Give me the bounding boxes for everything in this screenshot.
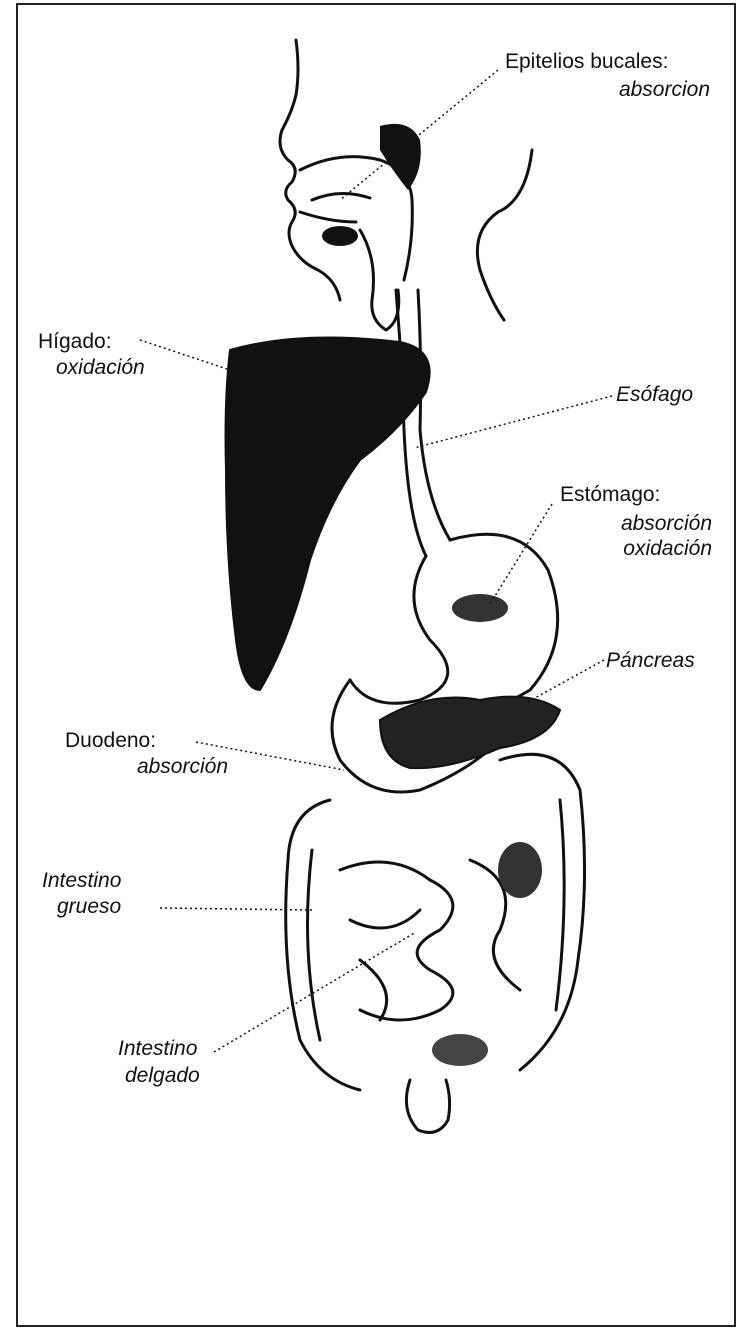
- label-esofago: Esófago: [616, 383, 693, 407]
- label-duodeno-note: absorción: [60, 755, 228, 779]
- label-estomago-name: Estómago:: [560, 483, 660, 507]
- label-intestino-grueso-2: grueso: [57, 895, 121, 919]
- leader-higado: [140, 340, 236, 372]
- label-pancreas: Páncreas: [606, 649, 695, 673]
- leader-grueso: [160, 908, 312, 910]
- tongue-shadow: [380, 124, 421, 190]
- stomach: [350, 534, 558, 716]
- label-estomago-note2: oxidación: [520, 537, 712, 561]
- small-intestine: [340, 860, 520, 1020]
- rectum: [406, 1080, 449, 1132]
- label-epitelios-note: absorcion: [520, 78, 710, 102]
- label-epitelios-name: Epitelios bucales:: [505, 50, 668, 74]
- label-higado-name: Hígado:: [38, 330, 112, 354]
- leader-esofago: [414, 396, 612, 448]
- neck-back: [477, 150, 532, 320]
- face-profile: [280, 40, 340, 300]
- label-intestino-grueso-1: Intestino: [42, 869, 121, 893]
- label-higado-note: oxidación: [56, 356, 145, 380]
- label-intestino-delgado-2: delgado: [125, 1064, 200, 1088]
- large-intestine: [286, 754, 585, 1090]
- label-intestino-delgado-1: Intestino: [118, 1037, 197, 1061]
- pancreas: [380, 697, 560, 769]
- label-estomago-note1: absorción: [520, 512, 712, 536]
- liver: [226, 338, 430, 691]
- label-duodeno-name: Duodeno:: [65, 729, 156, 753]
- leader-epitelios: [340, 70, 498, 200]
